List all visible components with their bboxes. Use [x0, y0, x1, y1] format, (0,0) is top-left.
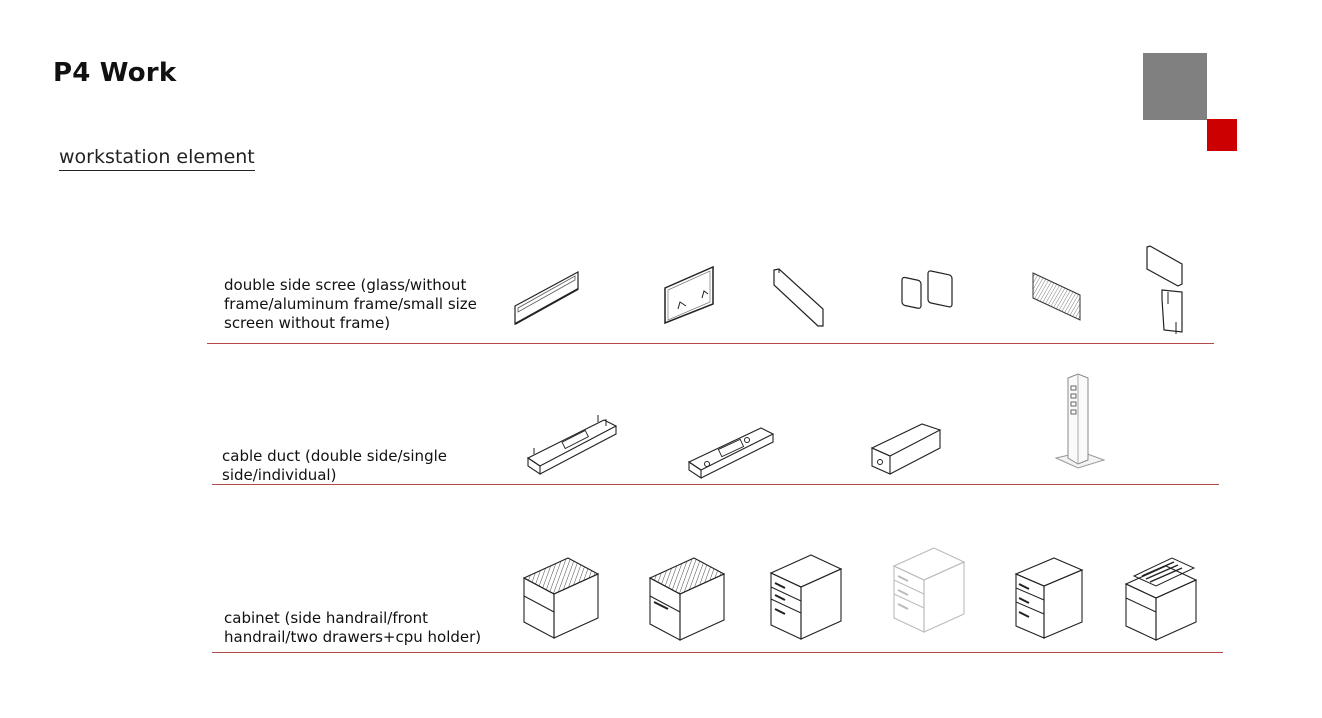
- section-heading: workstation element: [59, 145, 255, 171]
- cabinet-with-tray-icon: [1122, 554, 1200, 642]
- small-screen-stacked-icon: [1142, 244, 1186, 336]
- row-divider-cabinet: [212, 652, 1223, 653]
- cabinet-three-drawer-small-icon: [1012, 556, 1086, 640]
- screen-framed-with-clamps-icon: [662, 264, 718, 326]
- row-label-cabinet: cabinet (side handrail/front handrail/tw…: [224, 609, 482, 646]
- page-title: P4 Work: [53, 58, 177, 88]
- row-label-screens: double side scree (glass/without frame/a…: [224, 276, 477, 332]
- cable-tray-single-side-icon: [685, 418, 777, 480]
- screen-aluminum-frame-icon: [512, 268, 584, 330]
- cable-box-individual-icon: [868, 418, 944, 478]
- screen-glass-panel-icon: [771, 266, 827, 330]
- cable-tray-double-side-icon: [524, 408, 620, 478]
- small-screens-pair-icon: [898, 268, 960, 316]
- row-divider-cable-duct: [212, 484, 1219, 485]
- cable-riser-column-icon: [1054, 372, 1106, 476]
- row-label-cable-duct: cable duct (double side/single side/indi…: [222, 447, 447, 484]
- row-divider-screens: [207, 343, 1214, 344]
- brand-logo-red-square: [1207, 119, 1237, 151]
- brand-logo-grey-square: [1143, 53, 1207, 120]
- cabinet-front-handrail-icon: [646, 556, 728, 642]
- cabinet-three-drawer-light-icon: [890, 546, 968, 636]
- cabinet-side-handrail-icon: [520, 556, 602, 640]
- screen-fabric-icon: [1030, 270, 1084, 324]
- cabinet-three-drawer-icon: [767, 553, 845, 641]
